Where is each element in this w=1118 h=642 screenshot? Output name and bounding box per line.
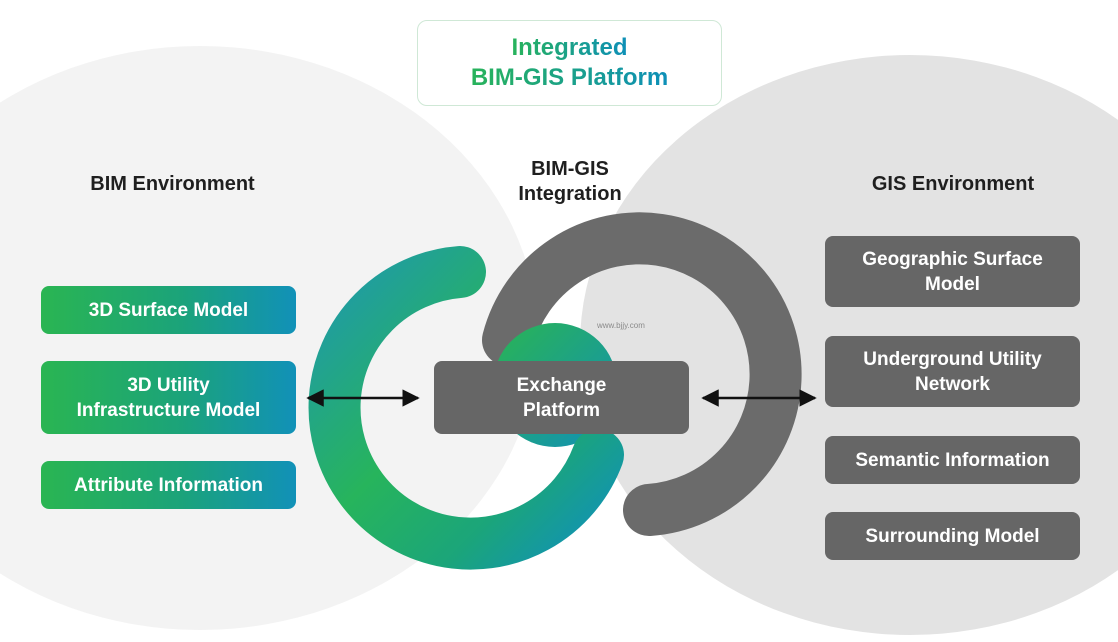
title-line-2: BIM-GIS Platform bbox=[470, 64, 669, 91]
exchange-platform-label: Exchange Platform bbox=[516, 374, 607, 421]
bim-ring bbox=[308, 246, 624, 570]
bim-item-label: 3D Utility Infrastructure Model bbox=[76, 374, 261, 421]
gis-item-label: Surrounding Model bbox=[865, 525, 1040, 547]
bim-item-3d-utility-infrastructure-model: 3D Utility Infrastructure Model bbox=[41, 361, 296, 434]
integration-heading-line-1: BIM-GIS bbox=[531, 158, 609, 180]
bim-item-label: 3D Surface Model bbox=[88, 299, 249, 321]
gis-environment-heading: GIS Environment bbox=[871, 173, 1035, 195]
bim-item-3d-surface-model: 3D Surface Model bbox=[41, 286, 296, 334]
watermark: www.bjjy.com bbox=[597, 321, 645, 330]
gis-item-semantic-information: Semantic Information bbox=[825, 436, 1080, 484]
gis-item-underground-utility-network: Underground Utility Network bbox=[825, 336, 1080, 407]
gis-item-label: Geographic Surface Model bbox=[862, 248, 1043, 295]
title-line-1: Integrated bbox=[511, 34, 628, 61]
bim-environment-heading: BIM Environment bbox=[90, 173, 255, 195]
gis-item-label: Semantic Information bbox=[855, 449, 1050, 471]
gis-item-label: Underground Utility Network bbox=[863, 348, 1042, 395]
gis-ring bbox=[482, 212, 802, 536]
bim-item-attribute-information: Attribute Information bbox=[41, 461, 296, 509]
gis-item-geographic-surface-model: Geographic Surface Model bbox=[825, 236, 1080, 307]
platform-title-box: Integrated BIM-GIS Platform bbox=[417, 20, 722, 106]
bim-item-label: Attribute Information bbox=[74, 474, 263, 496]
integration-heading: BIM-GIS Integration bbox=[470, 157, 670, 207]
gis-item-surrounding-model: Surrounding Model bbox=[825, 512, 1080, 560]
integration-heading-line-2: Integration bbox=[518, 183, 622, 205]
exchange-platform-box: Exchange Platform bbox=[434, 361, 689, 434]
